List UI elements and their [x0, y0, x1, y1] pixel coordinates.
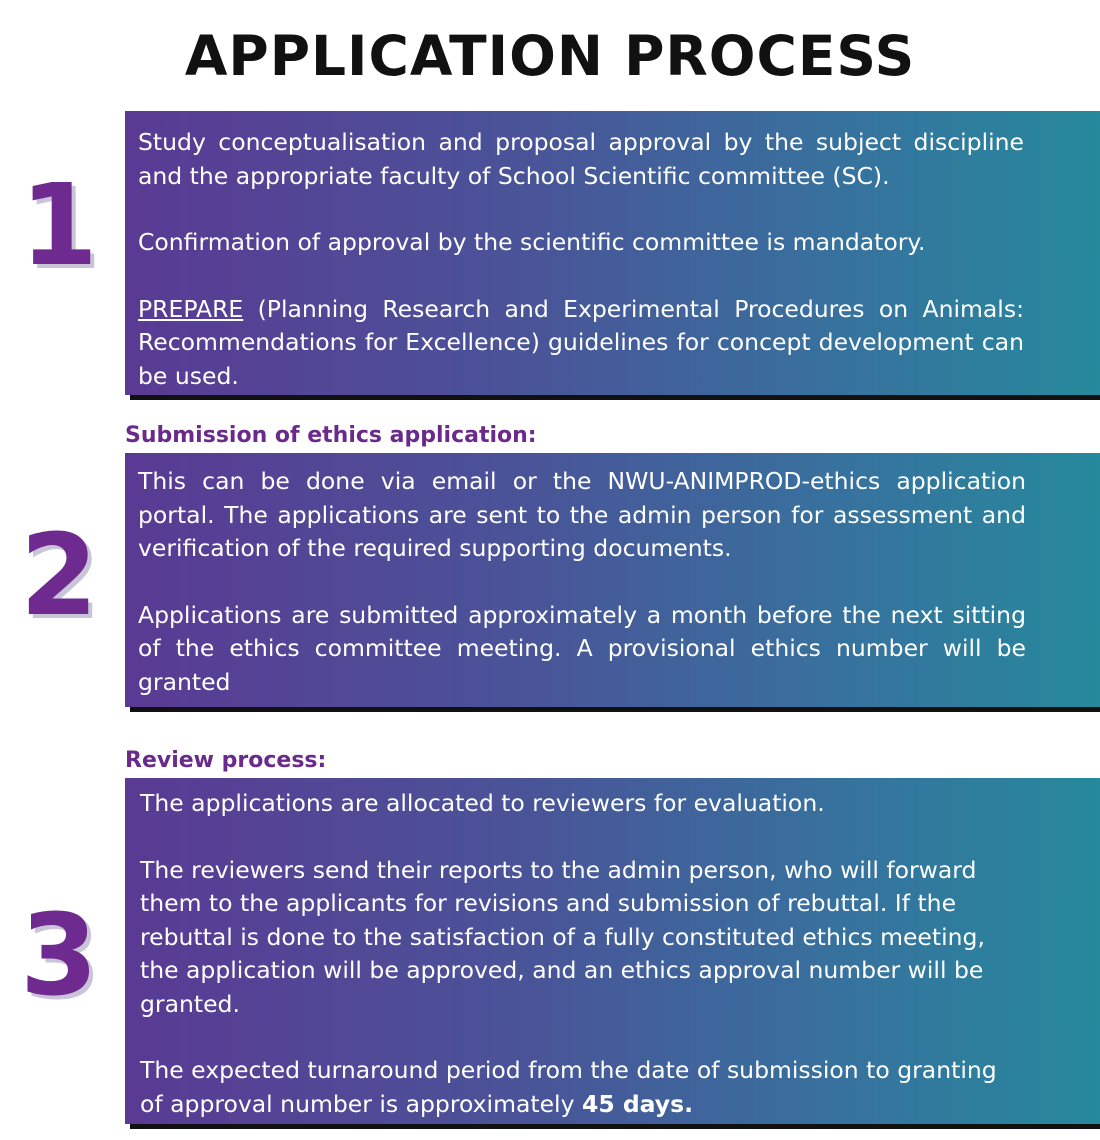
- step-3-paragraph: The applications are allocated to review…: [140, 789, 825, 817]
- step-2-paragraph: This can be done via email or the NWU-AN…: [138, 467, 1026, 562]
- step-3-paragraph: The reviewers send their reports to the …: [140, 855, 985, 1018]
- step-2-paragraph: Applications are submitted approximately…: [138, 600, 1026, 696]
- step-1-paragraph: Confirmation of approval by the scientif…: [138, 228, 926, 256]
- section-heading-review: Review process:: [125, 748, 327, 773]
- turnaround-text: The expected turnaround period from the …: [140, 1056, 997, 1118]
- step-1-paragraph: Study conceptualisation and proposal app…: [138, 128, 1024, 190]
- step-3-turnaround-paragraph: The expected turnaround period from the …: [140, 1054, 1008, 1121]
- prepare-link[interactable]: PREPARE: [138, 294, 244, 323]
- step-3-panel: The applications are allocated to review…: [125, 778, 1100, 1124]
- turnaround-days: 45 days.: [581, 1089, 694, 1118]
- step-2-panel: This can be done via email or the NWU-AN…: [125, 453, 1100, 707]
- step-1-prepare-paragraph: PREPARE (Planning Research and Experimen…: [138, 293, 1024, 394]
- section-heading-submission: Submission of ethics application:: [125, 423, 537, 448]
- prepare-description: (Planning Research and Experimental Proc…: [138, 294, 1024, 390]
- step-number-1: 1: [20, 161, 98, 291]
- page-title: APPLICATION PROCESS: [184, 24, 916, 88]
- step-number-3: 3: [20, 891, 98, 1021]
- step-number-2: 2: [20, 511, 98, 641]
- step-1-panel: Study conceptualisation and proposal app…: [125, 111, 1100, 395]
